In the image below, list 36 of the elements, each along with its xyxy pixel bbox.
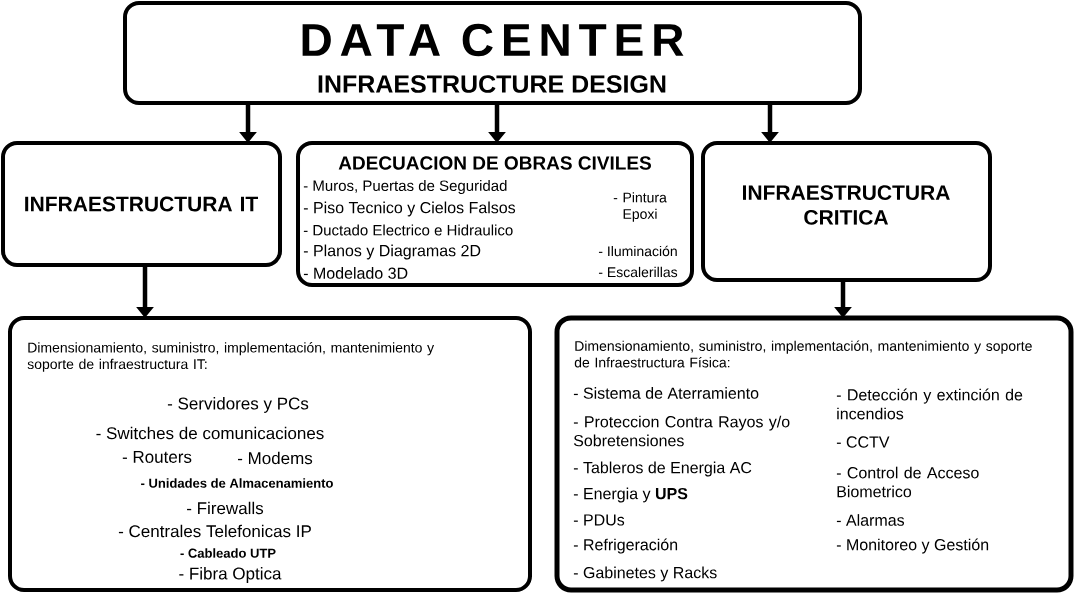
list-item: - Fibra Optica (179, 567, 282, 583)
list-item: - Centrales Telefonicas IP (118, 524, 311, 538)
list-item: - Control de Acceso Biometrico (836, 466, 979, 498)
list-item: - Muros, Puertas de Seguridad (303, 180, 507, 194)
list-item: - Pintura Epoxi (613, 192, 667, 222)
title-text: DATA CENTER (302, 23, 684, 57)
box-heading: ADECUACION DE OBRAS CIVILES (338, 156, 651, 170)
list-item: - Piso Tecnico y Cielos Falsos (303, 201, 516, 217)
list-item: - Modems (238, 451, 313, 465)
box-heading: INFRAESTRUCTURA IT (25, 196, 258, 212)
list-item: - Energia y UPS (573, 487, 688, 503)
list-item: - Sistema de Aterramiento (573, 387, 759, 399)
list-item: - Switches de comunicaciones (96, 426, 324, 440)
list-item: - Monitoreo y Gestión (836, 538, 989, 554)
list-item: - Alarmas (836, 514, 905, 526)
list-item: - Proteccion Contra Rayos y/o Sobretensiones (573, 415, 790, 447)
list-item: - PDUs (573, 514, 625, 526)
list-item: - Servidores y PCs (167, 397, 309, 413)
intro-text: Dimensionamiento, suministro, implementación, mantenimiento y soporte de infraestructura IT: (27, 342, 435, 372)
list-item: - Firewalls (187, 501, 264, 515)
list-item: - Detección y extinción de incendios (836, 388, 1023, 420)
intro-text: Dimensionamiento, suministro, implementación, mantenimiento y soporte de Infraestructura Física: (574, 340, 1032, 368)
list-item: - Modelado 3D (303, 267, 408, 279)
list-item: - Gabinetes y Racks (573, 566, 717, 582)
list-item: - Refrigeración (573, 538, 678, 554)
list-item: - Cableado UTP (180, 548, 276, 558)
list-item: - Escalerillas (598, 266, 678, 278)
list-item: - Unidades de Almacenamiento (141, 478, 333, 488)
list-item: - Iluminación (598, 245, 677, 257)
list-item: - Routers (122, 451, 192, 463)
subtitle-text: INFRAESTRUCTURE DESIGN (318, 75, 666, 93)
list-item: - Ductado Electrico e Hidraulico (303, 224, 513, 236)
list-item: - Tableros de Energia AC (573, 461, 752, 477)
list-item: - Planos y Diagramas 2D (303, 244, 481, 260)
list-item: - CCTV (836, 436, 890, 448)
box-heading: INFRAESTRUCTURA CRITICA (743, 185, 950, 225)
